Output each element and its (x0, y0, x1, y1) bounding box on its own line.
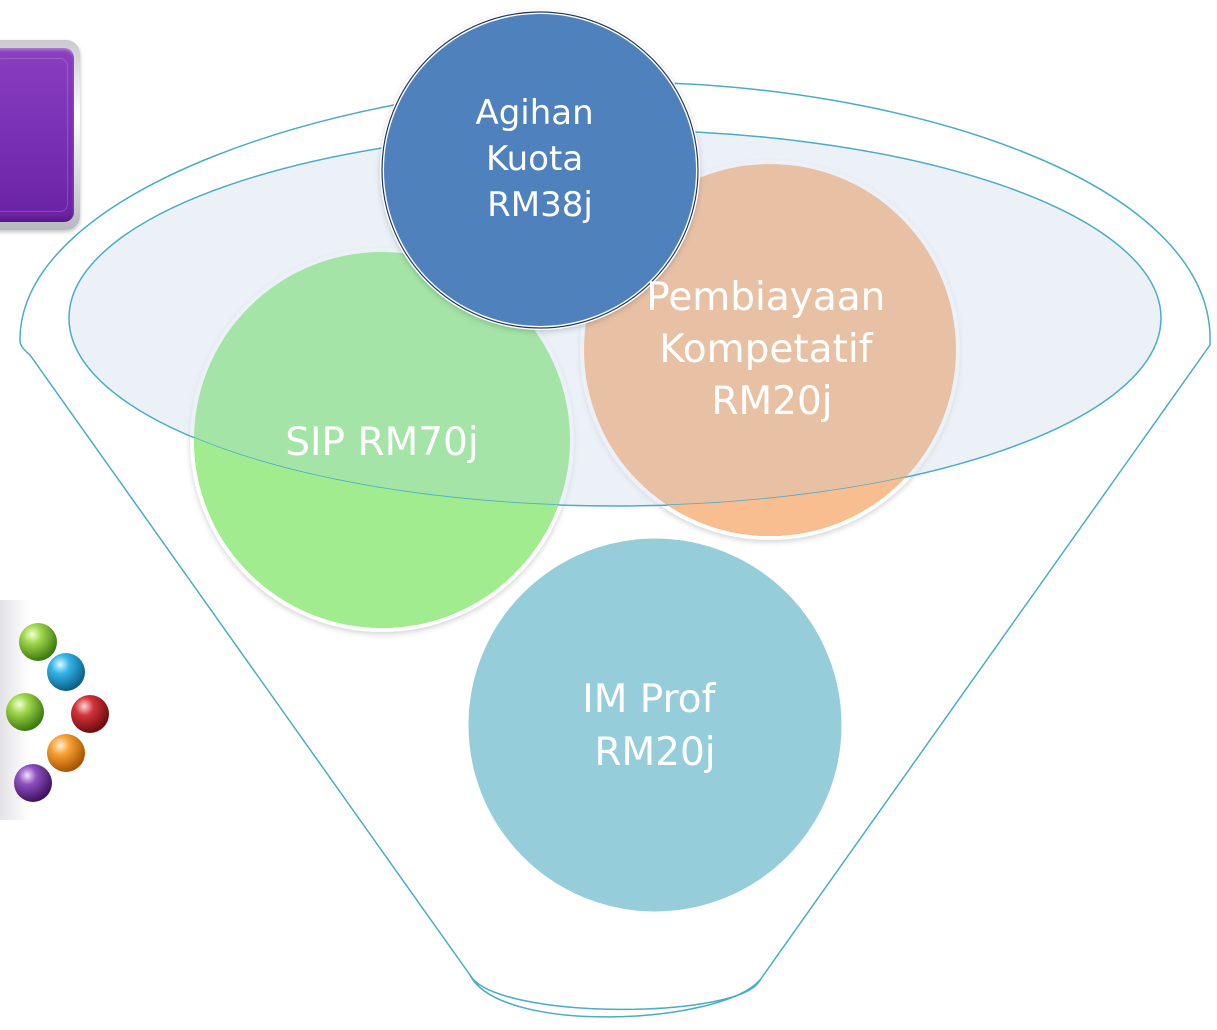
improf-circle (465, 535, 845, 915)
purple-tab-inner (0, 48, 74, 222)
bead-orange (47, 734, 85, 772)
bead-green-left (6, 693, 44, 731)
agihan-label: Agihan Kuota RM38j (475, 93, 604, 225)
bead-cluster (6, 623, 109, 802)
improf-circle-group (465, 535, 845, 915)
sip-label: SIP RM70j (285, 420, 478, 465)
funnel-bottom-rim (469, 974, 761, 1011)
bead-red (71, 695, 109, 733)
agihan-circle-group (380, 10, 700, 330)
bead-green-top (19, 623, 57, 661)
purple-tab-decoration (0, 40, 80, 230)
improf-label: IM Prof RM20j (582, 677, 728, 775)
pembiayaan-label: Pembiayaan Kompetatif RM20j (646, 275, 898, 424)
bead-blue (47, 653, 85, 691)
bead-purple (14, 764, 52, 802)
